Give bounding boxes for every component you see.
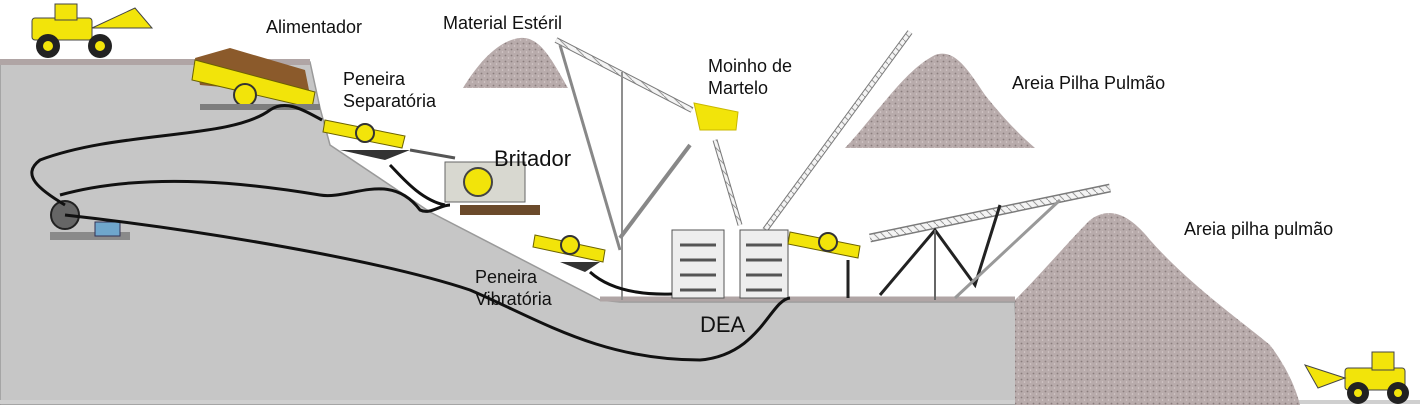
slurry-pipes (30, 104, 791, 362)
separating-screen-equipment (322, 119, 456, 160)
label-britador: Britador (494, 146, 572, 171)
label-alimentador: Alimentador (266, 17, 363, 37)
loader-top-left (31, 3, 154, 58)
conveyor-sterile (554, 37, 694, 300)
label-moinho-de-martelo: Moinho de Martelo (708, 56, 793, 98)
sterile-material-pile (463, 37, 568, 88)
vibrating-screen-equipment (532, 234, 606, 272)
conveyor-mill (558, 44, 743, 251)
label-peneira-vibratoria: Peneira Vibratória (475, 267, 552, 309)
conveyor-buffer-right (869, 183, 1111, 300)
label-peneira-separatoria: Peneira Separatória (343, 69, 437, 111)
conveyor-buffer-top (762, 30, 913, 232)
ground-terrain (0, 61, 1021, 405)
hammer-mill-shape (693, 102, 739, 131)
sand-buffer-pile-right (1015, 212, 1300, 405)
dea-unit (671, 229, 789, 299)
label-dea: DEA (700, 312, 746, 337)
dewatering-screen-equipment (787, 231, 861, 298)
feeder-equipment (191, 48, 320, 110)
crusher-equipment (444, 161, 540, 215)
label-areia-pilha-pulmao-right: Areia pilha pulmão (1184, 219, 1334, 239)
label-areia-pilha-pulmao-top: Areia Pilha Pulmão (1012, 73, 1166, 93)
label-material-esteril: Material Estéril (443, 13, 563, 33)
sand-buffer-pile-top (845, 53, 1035, 149)
loader-bottom-right (1303, 351, 1409, 404)
